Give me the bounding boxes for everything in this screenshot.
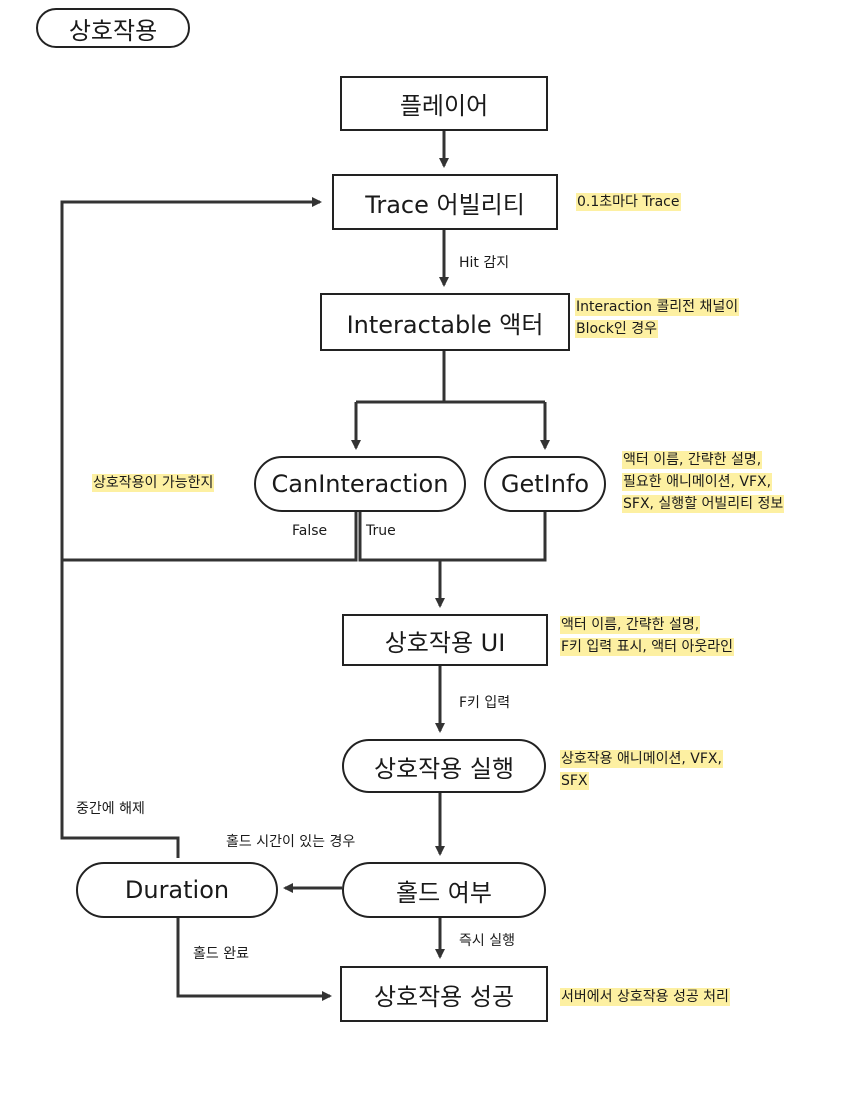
note-interaction-exec: 상호작용 애니메이션, VFX, SFX xyxy=(560,750,723,790)
note-success: 서버에서 상호작용 성공 처리 xyxy=(560,988,730,1006)
node-interaction-success: 상호작용 성공 xyxy=(340,966,548,1022)
note-trace: 0.1초마다 Trace xyxy=(576,193,681,211)
note-interaction-ui: 액터 이름, 간략한 설명, F키 입력 표시, 액터 아웃라인 xyxy=(560,616,734,656)
edge-label-instant: 즉시 실행 xyxy=(459,933,515,949)
node-trace-ability: Trace 어빌리티 xyxy=(332,174,558,230)
edge-label-hold-done: 홀드 완료 xyxy=(193,946,249,962)
node-can-interaction: CanInteraction xyxy=(254,456,466,512)
node-interaction-ui: 상호작용 UI xyxy=(342,614,548,666)
line-cancel-loop xyxy=(60,560,180,858)
edge-label-hit: Hit 감지 xyxy=(459,255,510,271)
line-true-merge xyxy=(358,512,547,562)
note-can-interaction: 상호작용이 가능한지 xyxy=(92,474,215,492)
note-interactable: Interaction 콜리전 채널이 Block인 경우 xyxy=(575,298,740,338)
edge-label-f-key: F키 입력 xyxy=(459,695,511,711)
node-duration: Duration xyxy=(76,862,278,918)
edge-label-cancel: 중간에 해제 xyxy=(76,801,145,817)
page-title: 상호작용 xyxy=(36,8,190,48)
node-player: 플레이어 xyxy=(340,76,548,131)
edge-label-true: True xyxy=(366,523,396,539)
edge-label-hold-time: 홀드 시간이 있는 경우 xyxy=(226,834,356,850)
edge-label-false: False xyxy=(292,523,328,539)
note-get-info: 액터 이름, 간략한 설명, 필요한 애니메이션, VFX, SFX, 실행할 … xyxy=(622,451,785,513)
node-interaction-exec: 상호작용 실행 xyxy=(342,739,546,793)
node-hold-check: 홀드 여부 xyxy=(342,862,546,918)
node-interactable-actor: Interactable 액터 xyxy=(320,293,570,351)
node-get-info: GetInfo xyxy=(484,456,606,512)
arrow-duration-to-success xyxy=(176,918,332,1001)
